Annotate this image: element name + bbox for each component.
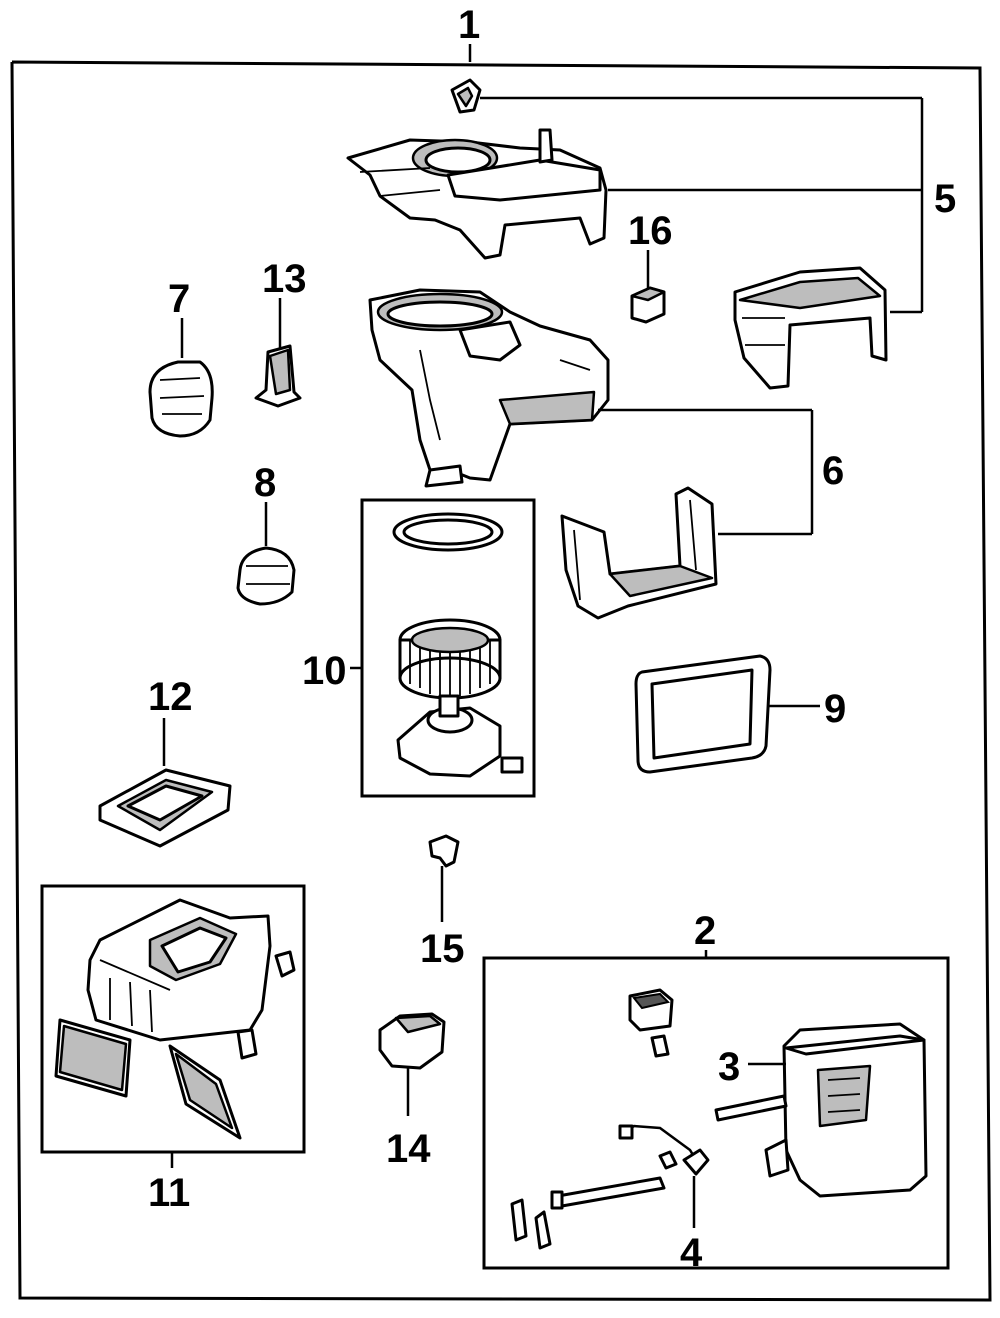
callout-10[interactable]: 10 [302, 649, 347, 693]
callout-13[interactable]: 13 [262, 257, 307, 301]
part-6-lower-case[interactable] [368, 288, 610, 488]
part-4-sensor[interactable] [682, 1148, 710, 1176]
callout-12[interactable]: 12 [148, 675, 193, 719]
callout-3[interactable]: 3 [718, 1045, 740, 1089]
callout-15[interactable]: 15 [420, 927, 465, 971]
callout-2[interactable]: 2 [694, 909, 716, 953]
part-2-valve[interactable] [628, 988, 674, 1058]
part-5-cover[interactable] [733, 266, 888, 390]
part-11-heater-case[interactable] [86, 898, 296, 1060]
part-3-evaporator[interactable] [714, 1022, 928, 1198]
part-10-frame [360, 498, 536, 798]
part-10-ring[interactable] [392, 512, 504, 552]
callout-16[interactable]: 16 [628, 209, 673, 253]
callout-8[interactable]: 8 [254, 461, 276, 505]
part-13-actuator[interactable] [254, 344, 302, 408]
part-10-blower-wheel[interactable] [398, 618, 502, 700]
part-6-lower-cover[interactable] [560, 486, 718, 620]
part-12-seal[interactable] [98, 768, 232, 848]
callout-5[interactable]: 5 [934, 177, 956, 221]
part-2-tube[interactable] [550, 1176, 666, 1210]
part-10-motor[interactable] [396, 694, 524, 778]
part-15-sensor[interactable] [428, 834, 460, 868]
part-2-wire[interactable] [618, 1124, 698, 1170]
callout-9[interactable]: 9 [824, 687, 846, 731]
callout-11[interactable]: 11 [148, 1171, 190, 1215]
callout-6[interactable]: 6 [822, 449, 844, 493]
part-2-clips[interactable] [510, 1198, 552, 1250]
callout-14[interactable]: 14 [386, 1127, 431, 1171]
part-7-motor[interactable] [148, 360, 214, 438]
callout-1[interactable]: 1 [458, 3, 480, 47]
part-14-resistor[interactable] [378, 1012, 446, 1070]
callout-4[interactable]: 4 [680, 1231, 703, 1275]
callout-7[interactable]: 7 [168, 277, 190, 321]
part-11-core-right[interactable] [168, 1044, 242, 1140]
part-16-switch[interactable] [630, 286, 666, 324]
part-9-seal[interactable] [634, 654, 772, 774]
assembly-frame [10, 60, 992, 1302]
part-5-upper-case[interactable] [346, 128, 608, 260]
part-8-motor[interactable] [236, 546, 296, 606]
part-2-frame [482, 956, 950, 1270]
part-11-core-left[interactable] [54, 1018, 132, 1098]
part-5-clip[interactable] [450, 78, 482, 114]
